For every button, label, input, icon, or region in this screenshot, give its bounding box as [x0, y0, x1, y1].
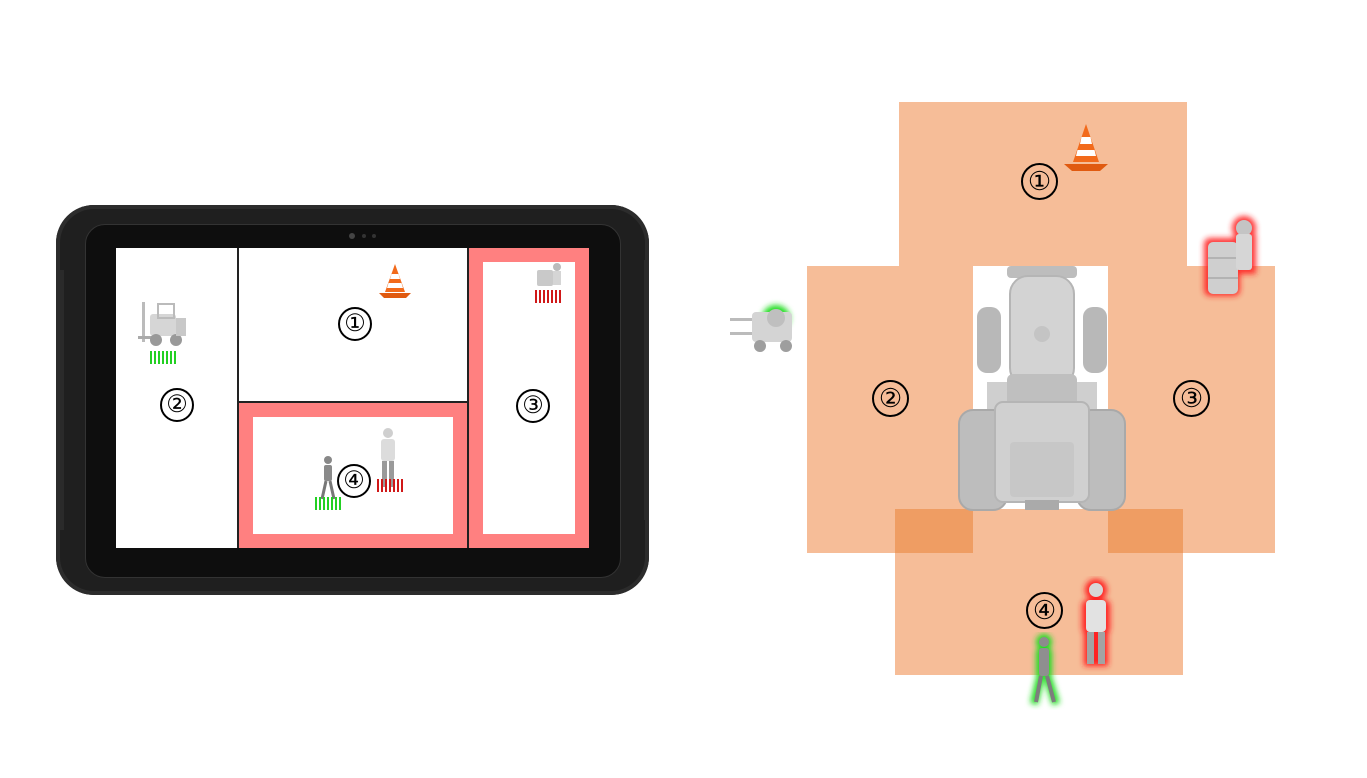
zone-label-4: ④: [337, 464, 371, 498]
forklift-icon: [138, 302, 186, 346]
camera-pane-3-view: ③: [483, 262, 575, 534]
worker-with-barrel-icon: [1204, 216, 1256, 296]
zone-label-2: ②: [160, 388, 194, 422]
camera-icon: [349, 233, 355, 239]
zone-label-3: ③: [516, 389, 550, 423]
tablet-right-grip: [644, 260, 648, 520]
tablet-screen: ② ① ④: [116, 248, 589, 548]
worker-standing-icon: [381, 428, 395, 487]
camera-pane-4-view: ④: [253, 417, 453, 534]
safe-indicator: [315, 497, 341, 510]
sensor-icon: [362, 234, 366, 238]
camera-pane-1[interactable]: ①: [239, 248, 469, 403]
worker-standing-icon: [1082, 579, 1110, 666]
forklift-icon: [730, 305, 792, 352]
tractor-top-view-icon: [958, 266, 1126, 511]
danger-indicator: [377, 479, 403, 492]
camera-pane-3[interactable]: ③: [469, 248, 589, 548]
zone-label-1: ①: [338, 307, 372, 341]
walking-person-icon: [1030, 634, 1060, 706]
traffic-cone-icon: [1064, 124, 1108, 171]
worker-with-barrel-icon: [537, 263, 561, 286]
zone-overlap: [895, 509, 973, 553]
zone-label-3: ③: [1173, 380, 1210, 417]
camera-pane-4[interactable]: ④: [239, 403, 469, 548]
zone-label-2: ②: [872, 380, 909, 417]
sensor-icon: [372, 234, 376, 238]
safe-indicator: [150, 351, 176, 364]
walking-person-icon: [320, 456, 336, 500]
zone-overlap: [1108, 509, 1183, 553]
zone-label-4: ④: [1026, 592, 1063, 629]
zone-label-1: ①: [1021, 163, 1058, 200]
danger-indicator: [535, 290, 561, 303]
tablet-left-grip: [60, 270, 64, 530]
camera-pane-2[interactable]: ②: [116, 248, 239, 548]
traffic-cone-icon: [379, 264, 411, 298]
